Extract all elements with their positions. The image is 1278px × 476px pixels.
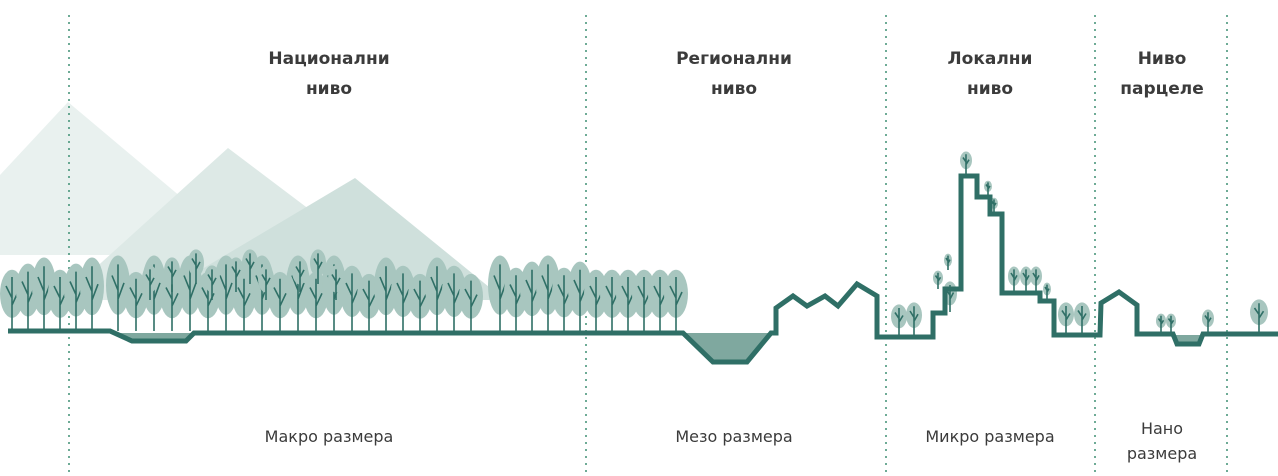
tree-icon bbox=[906, 302, 922, 335]
scale-nano-line2: размера bbox=[1126, 444, 1198, 463]
scale-macro-line1: Макро размера bbox=[264, 427, 394, 446]
tree-icon bbox=[160, 271, 184, 331]
tree-icon bbox=[1250, 299, 1268, 332]
scale-nano: Нано размера bbox=[1127, 416, 1197, 466]
tree-icon bbox=[960, 151, 972, 174]
tree-icon bbox=[164, 257, 180, 292]
trees bbox=[0, 151, 1268, 335]
tree-icon bbox=[984, 180, 992, 195]
tree-icon bbox=[459, 273, 483, 331]
scale-micro: Микро размера bbox=[925, 424, 1054, 449]
tree-icon bbox=[664, 269, 688, 331]
tree-icon bbox=[1058, 302, 1074, 333]
tree-icon bbox=[142, 265, 158, 300]
tree-icon bbox=[891, 304, 907, 335]
level-local: Локални ниво bbox=[948, 44, 1033, 104]
level-local-line2: ниво bbox=[966, 79, 1014, 99]
tree-icon bbox=[228, 257, 244, 292]
tree-icon bbox=[933, 270, 943, 289]
level-national: Национални ниво bbox=[268, 44, 389, 104]
level-local-line1: Локални bbox=[947, 49, 1033, 69]
tree-icon bbox=[292, 257, 308, 292]
tree-icon bbox=[1008, 266, 1020, 291]
tree-icon bbox=[1156, 313, 1166, 332]
level-plot: Ниво парцеле bbox=[1120, 44, 1204, 104]
tree-icon bbox=[188, 249, 204, 284]
scale-micro-line1: Микро размера bbox=[925, 427, 1055, 446]
tree-icon bbox=[106, 255, 130, 331]
scale-meso: Мезо размера bbox=[675, 424, 792, 449]
river-water bbox=[683, 333, 771, 360]
tree-icon bbox=[304, 271, 328, 331]
level-regional-line2: ниво bbox=[710, 79, 758, 99]
tree-icon bbox=[1020, 266, 1032, 291]
tree-icon bbox=[1166, 313, 1176, 332]
tree-icon bbox=[242, 249, 258, 284]
tree-icon bbox=[268, 271, 292, 331]
tree-icon bbox=[1043, 282, 1051, 299]
level-national-line2: ниво bbox=[305, 79, 353, 99]
tree-icon bbox=[1030, 266, 1042, 291]
level-national-line1: Национални bbox=[268, 49, 390, 69]
tree-icon bbox=[944, 253, 952, 270]
tree-icon bbox=[258, 265, 274, 300]
tree-icon bbox=[328, 265, 344, 300]
tree-icon bbox=[1074, 302, 1090, 333]
scale-meso-line1: Мезо размера bbox=[675, 427, 793, 446]
tree-icon bbox=[124, 271, 148, 331]
tree-icon bbox=[204, 265, 220, 300]
lake-water bbox=[112, 333, 192, 340]
tree-icon bbox=[1202, 309, 1214, 332]
level-plot-line2: парцеле bbox=[1120, 79, 1204, 99]
level-regional-line1: Регионални bbox=[676, 49, 792, 69]
terrain-line bbox=[8, 173, 1278, 365]
scale-nano-line1: Нано bbox=[1140, 419, 1184, 438]
tree-icon bbox=[310, 249, 326, 284]
scale-macro: Макро размера bbox=[265, 424, 394, 449]
level-regional: Регионални ниво bbox=[676, 44, 792, 104]
tree-icon bbox=[80, 257, 104, 331]
level-plot-line1: Ниво bbox=[1137, 49, 1187, 69]
